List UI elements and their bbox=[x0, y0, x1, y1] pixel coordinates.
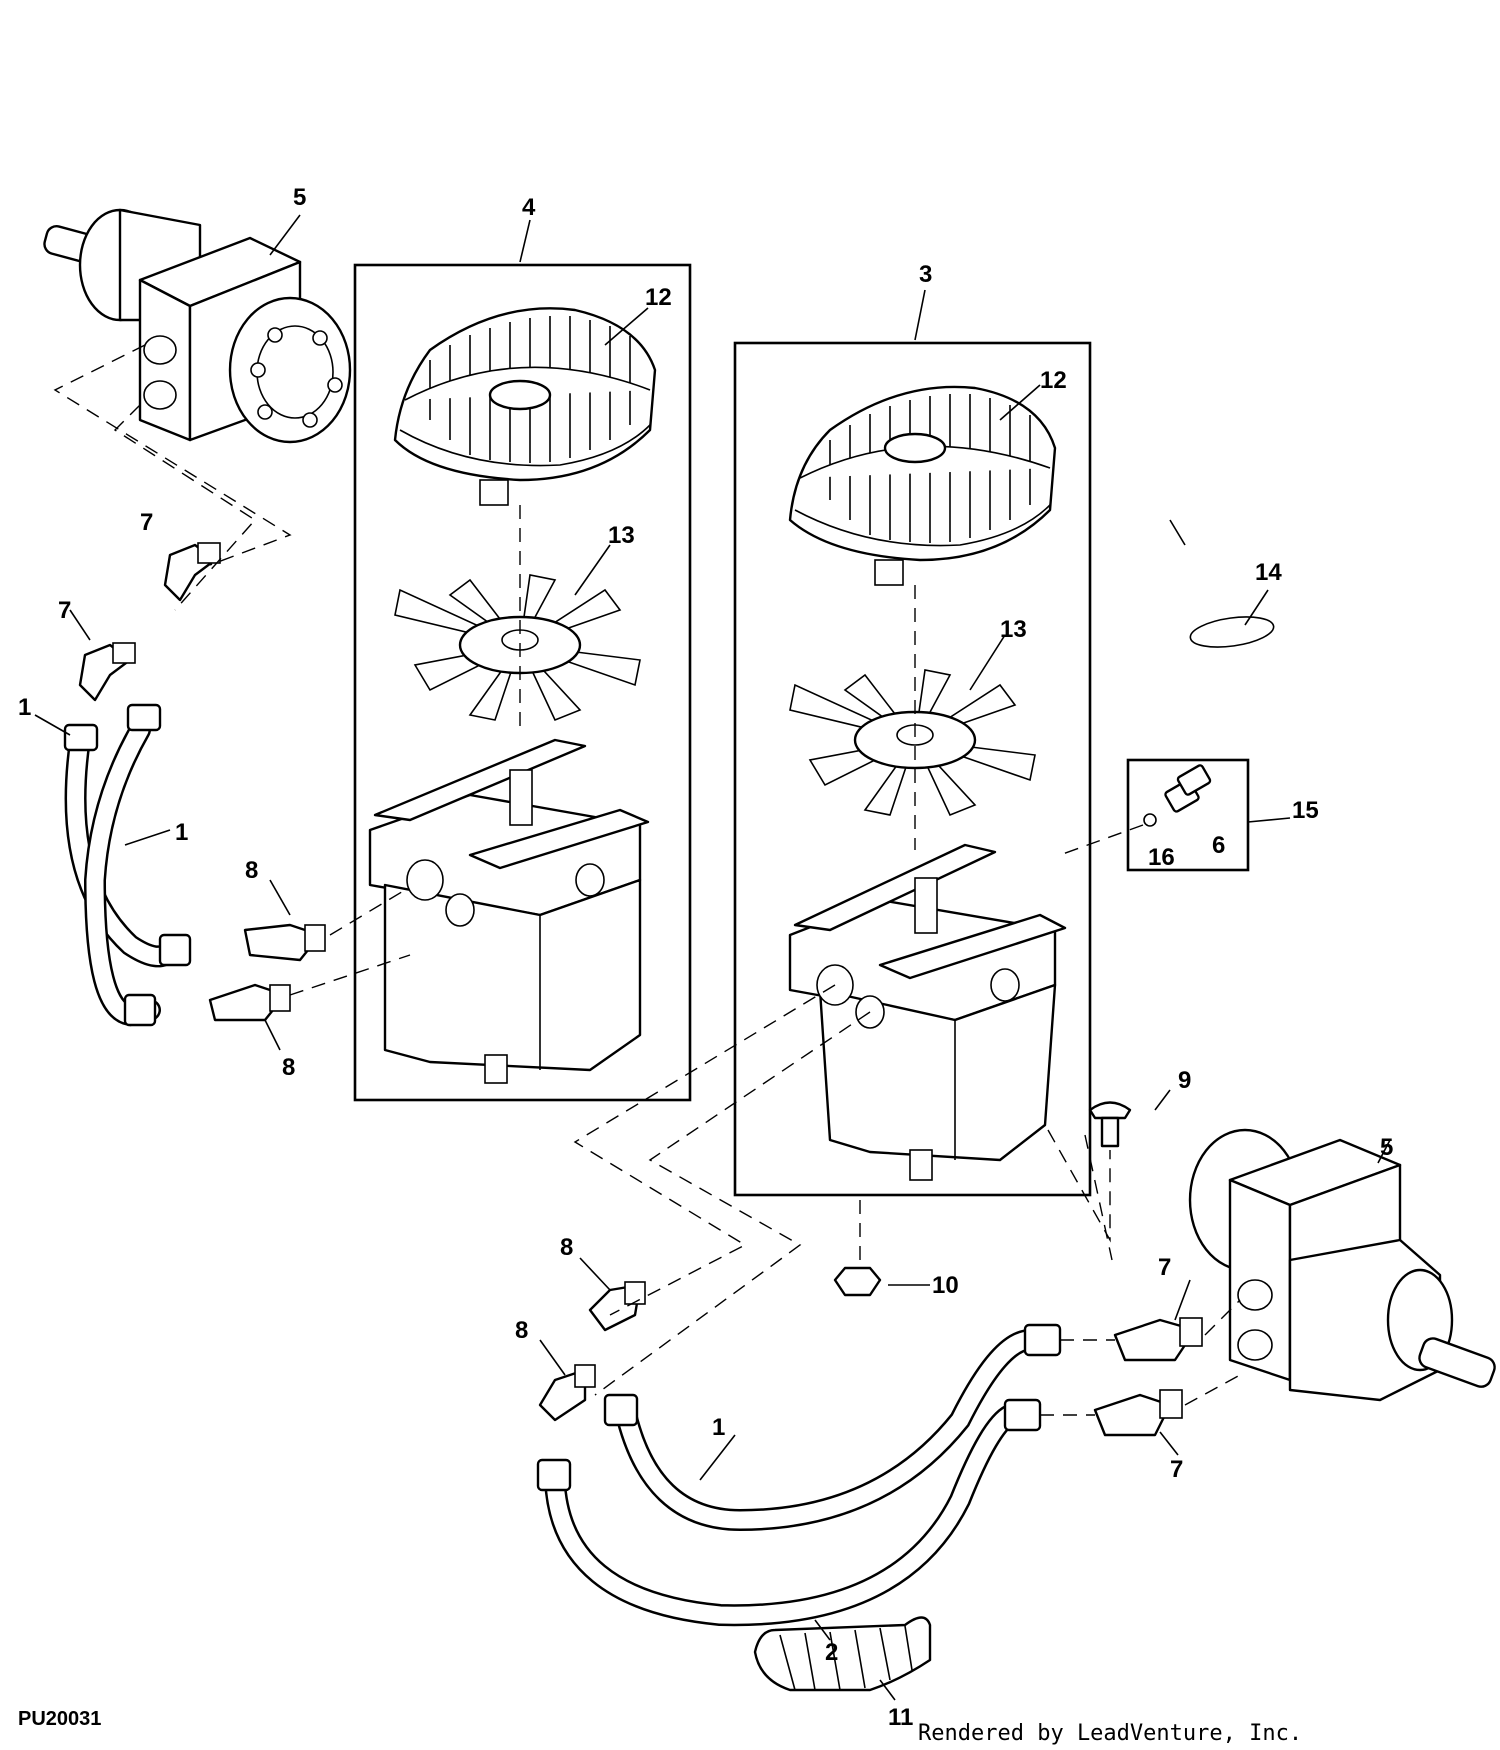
callout-7-top-2: 7 bbox=[58, 597, 71, 624]
callout-5-top: 5 bbox=[293, 184, 306, 211]
figure-id: PU20031 bbox=[18, 1708, 101, 1730]
callout-8-bottom-1: 8 bbox=[560, 1234, 573, 1261]
callout-labels: 5 4 3 12 12 13 13 14 15 16 6 7 7 1 1 8 8… bbox=[18, 184, 1393, 1731]
callout-7-bottom-2: 7 bbox=[1170, 1456, 1183, 1483]
callout-2: 2 bbox=[825, 1639, 838, 1666]
hydrostatic-pump-kit-3 bbox=[788, 843, 1067, 1181]
leader-lines bbox=[34, 214, 1391, 1701]
callout-8-left-2: 8 bbox=[282, 1054, 295, 1081]
callout-9: 9 bbox=[1178, 1067, 1191, 1094]
callout-3: 3 bbox=[919, 261, 932, 288]
callout-4: 4 bbox=[522, 194, 536, 221]
callout-8-bottom-2: 8 bbox=[515, 1317, 528, 1344]
callout-14: 14 bbox=[1255, 559, 1282, 586]
callout-8-left-1: 8 bbox=[245, 857, 258, 884]
callout-7-top-1: 7 bbox=[140, 509, 153, 536]
hydrostatic-pump-kit-4 bbox=[368, 738, 650, 1084]
callout-1-bottom: 1 bbox=[712, 1414, 725, 1441]
callout-15: 15 bbox=[1292, 797, 1319, 824]
fan-cover-kit-3 bbox=[788, 385, 1057, 586]
cooling-fan-kit-3 bbox=[789, 669, 1036, 817]
hose-set-left bbox=[63, 703, 192, 1027]
callout-6: 6 bbox=[1212, 832, 1225, 859]
hydraulic-motor-bottom-right bbox=[1188, 1128, 1496, 1402]
callout-12-kit-3: 12 bbox=[1040, 367, 1067, 394]
callout-1-top-left: 1 bbox=[18, 694, 31, 721]
callout-1-left: 1 bbox=[175, 819, 188, 846]
callout-10: 10 bbox=[932, 1272, 959, 1299]
assembly-dashed-lines bbox=[53, 344, 1241, 1416]
callout-5-bottom: 5 bbox=[1380, 1134, 1393, 1161]
callout-13-kit-4: 13 bbox=[608, 522, 635, 549]
hose-set-bottom bbox=[536, 1323, 1062, 1627]
fan-cover-kit-4 bbox=[393, 307, 657, 506]
kit-box-15 bbox=[1126, 758, 1250, 872]
callout-7-bottom-1: 7 bbox=[1158, 1254, 1171, 1281]
elbow-fittings bbox=[78, 542, 1203, 1437]
callout-13-kit-3: 13 bbox=[1000, 616, 1027, 643]
kit-box-3 bbox=[733, 341, 1092, 1197]
callout-16: 16 bbox=[1148, 844, 1175, 871]
render-credit: Rendered by LeadVenture, Inc. bbox=[918, 1721, 1302, 1746]
bolt-9 bbox=[1088, 1101, 1132, 1148]
callout-11: 11 bbox=[888, 1704, 913, 1731]
spiral-wrap-11 bbox=[753, 1616, 932, 1692]
callout-12-kit-4: 12 bbox=[645, 284, 672, 311]
nut-10 bbox=[833, 1266, 882, 1297]
cooling-fan-kit-4 bbox=[394, 574, 641, 722]
kit-box-4 bbox=[353, 263, 692, 1102]
hydraulic-motor-top-left bbox=[43, 208, 352, 444]
cable-tie-14 bbox=[1189, 616, 1275, 648]
pressure-sender-6 bbox=[1143, 764, 1212, 827]
